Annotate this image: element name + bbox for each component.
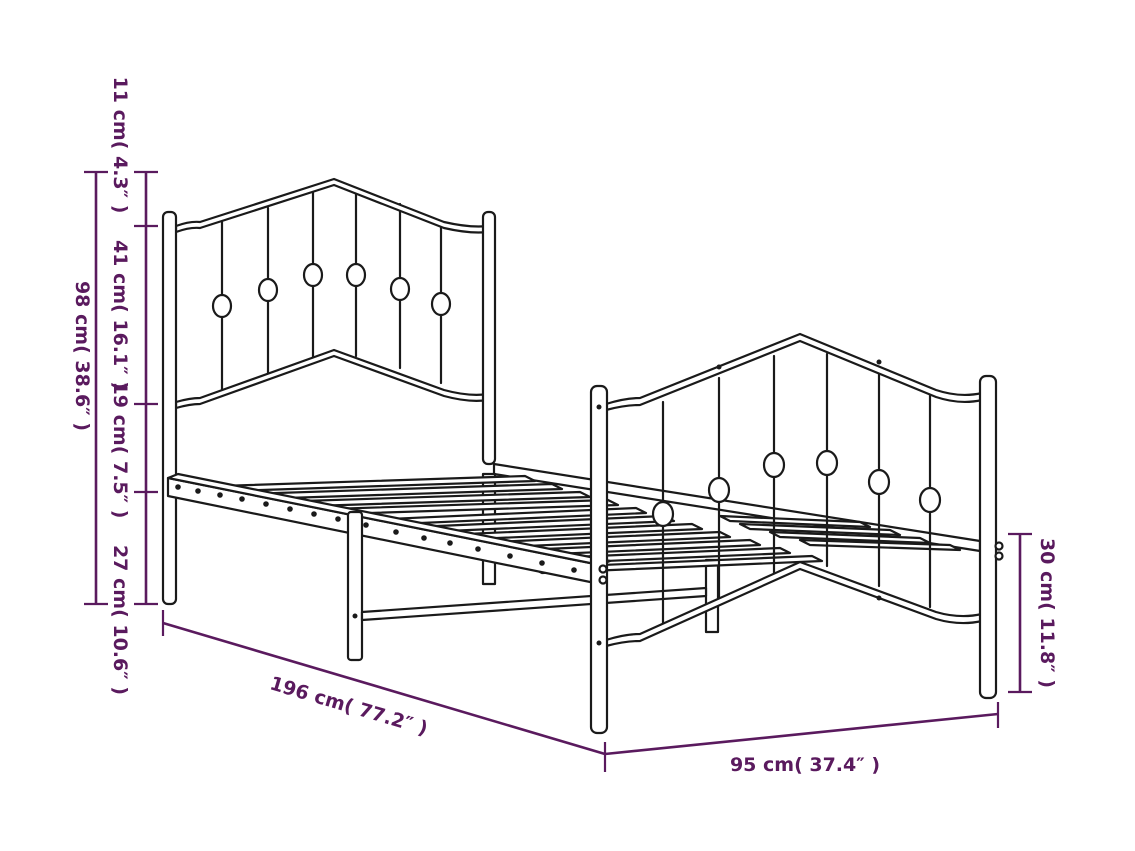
headboard-section-label: 41 cm( 16.1″ ) (109, 240, 131, 390)
middle-cross-bar (360, 586, 708, 622)
footboard (589, 332, 1004, 735)
near-side-rail (166, 472, 708, 662)
length-label: 196 cm( 77.2″ ) (267, 673, 430, 740)
dimension-labels: 98 cm( 38.6″ ) 11 cm( 4.3″ ) 41 cm( 16.1… (71, 77, 1058, 776)
total-height-label: 98 cm( 38.6″ ) (71, 281, 93, 431)
headboard-right-post (481, 210, 497, 466)
footboard-right-post (978, 374, 998, 700)
footboard-height-label: 30 cm( 11.8″ ) (1036, 538, 1058, 688)
leg-section-label: 27 cm( 10.6″ ) (109, 545, 131, 695)
headboard-bars (211, 188, 452, 394)
near-middle-leg (346, 510, 364, 662)
dimension-lines (84, 170, 1032, 772)
footboard-top-rail (604, 332, 984, 412)
top-gap-label: 11 cm( 4.3″ ) (109, 77, 131, 214)
footboard-bars (651, 352, 942, 628)
footboard-left-post (589, 384, 609, 735)
far-foot-leg (704, 558, 720, 634)
frame-section-label: 19 cm( 7.5″ ) (109, 382, 131, 519)
headboard-left-post (161, 210, 178, 606)
headboard (161, 177, 497, 606)
width-label: 95 cm( 37.4″ ) (730, 754, 880, 776)
